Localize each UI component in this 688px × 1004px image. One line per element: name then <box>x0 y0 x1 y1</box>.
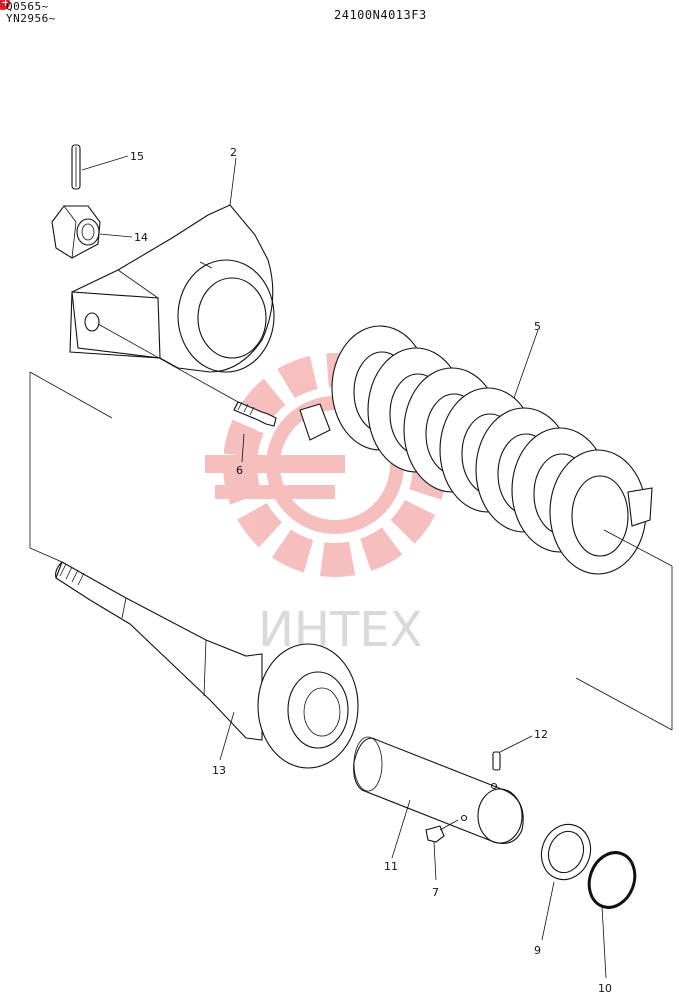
callout-15: 15 <box>130 150 144 163</box>
part-7-grease-fitting <box>425 819 459 843</box>
red-marker-icon <box>0 0 10 10</box>
part-12-small-pin <box>492 751 501 771</box>
part-5-coil-spring <box>299 325 653 575</box>
callout-12: 12 <box>534 728 548 741</box>
part-2-yoke <box>69 204 275 373</box>
callout-11: 11 <box>384 860 398 873</box>
assembly-axis-lines <box>29 371 673 731</box>
callout-5: 5 <box>534 320 541 333</box>
callout-6: 6 <box>236 464 243 477</box>
part-14-nut <box>51 205 101 259</box>
part-6-bolt <box>233 401 277 427</box>
drawing-number: 24100N4013F3 <box>334 8 427 22</box>
part-9-ring <box>540 823 592 881</box>
callout-2: 2 <box>230 146 237 159</box>
serial-range-2: YN2956~ <box>6 12 56 25</box>
callout-7: 7 <box>432 886 439 899</box>
part-10-snap-ring <box>587 851 637 909</box>
part-13-rod <box>55 561 359 769</box>
part-11-cylinder <box>353 736 524 845</box>
callout-13: 13 <box>212 764 226 777</box>
callout-10: 10 <box>598 982 612 995</box>
part-15-pin <box>71 144 81 190</box>
watermark-text: ИНТЕХ <box>258 602 423 658</box>
callout-9: 9 <box>534 944 541 957</box>
serial-range-1: Q0565~ <box>6 0 49 13</box>
callout-14: 14 <box>134 231 148 244</box>
